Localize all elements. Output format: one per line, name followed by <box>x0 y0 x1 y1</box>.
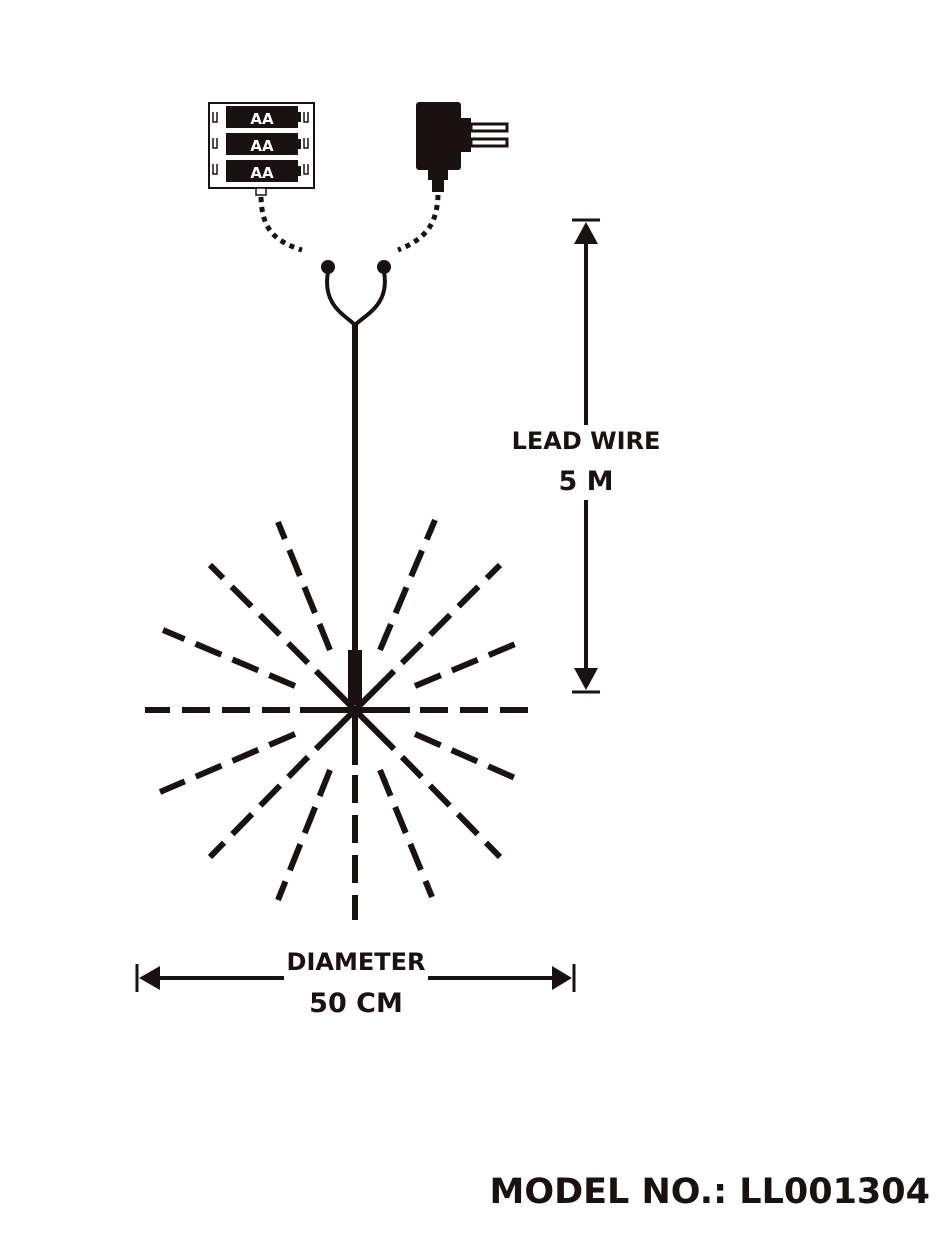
battery-box-icon: AA AA AA <box>208 102 315 196</box>
lead-wire <box>348 325 362 705</box>
arrow-icon <box>574 668 598 690</box>
battery-cell-label: AA <box>250 110 274 128</box>
arrow-icon <box>552 966 572 990</box>
diameter-value: 50 CM <box>309 988 403 1019</box>
arrow-icon <box>139 966 160 990</box>
lead-wire-label: LEAD WIRE <box>512 427 661 455</box>
plug-adapter-icon <box>416 102 509 192</box>
lead-wire-dimension: LEAD WIRE 5 M <box>512 218 661 694</box>
y-connector <box>321 260 391 328</box>
starburst-light-icon <box>145 518 530 920</box>
lead-wire-value: 5 M <box>558 466 613 497</box>
battery-cell-label: AA <box>250 137 274 155</box>
dotted-cable <box>258 194 441 253</box>
model-number: MODEL NO.: LL001304 <box>489 1172 930 1212</box>
battery-cell-label: AA <box>250 164 274 182</box>
arrow-icon <box>574 222 598 244</box>
diameter-label: DIAMETER <box>287 948 426 976</box>
diameter-dimension: DIAMETER 50 CM <box>135 948 576 1019</box>
